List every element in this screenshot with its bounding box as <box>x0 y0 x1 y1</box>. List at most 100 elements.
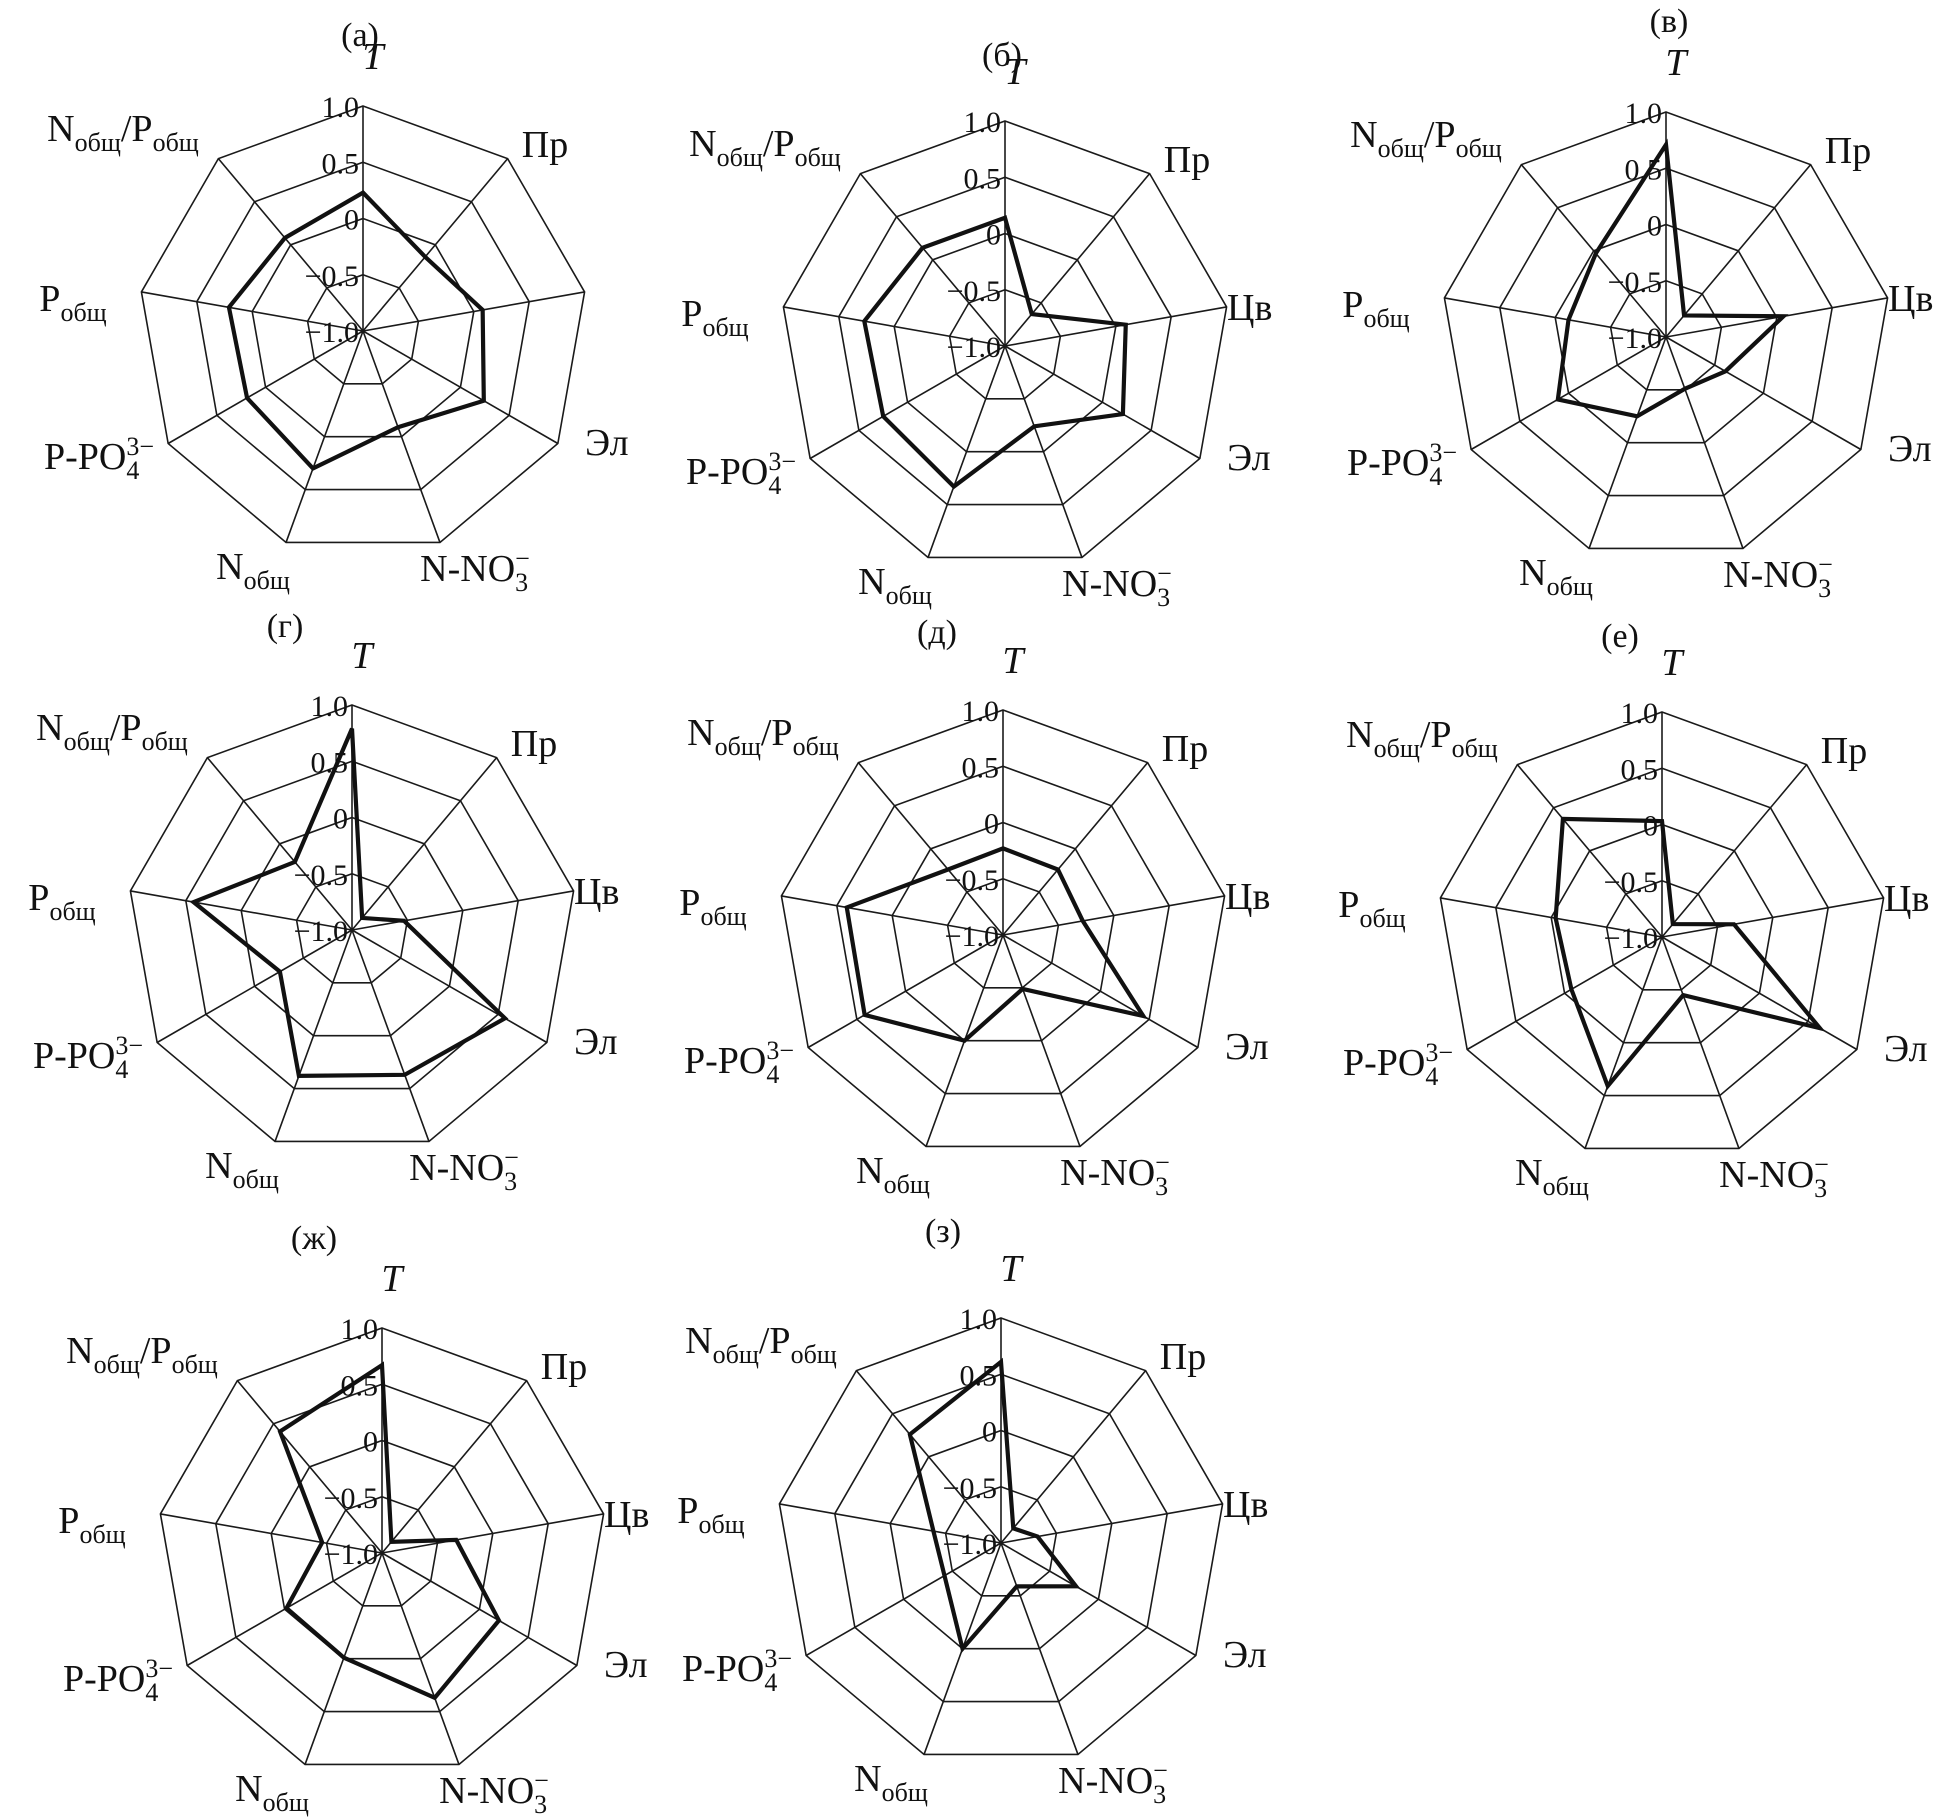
grid-ring <box>837 176 1173 506</box>
grid-ring <box>782 120 1228 559</box>
grid-ring <box>1443 111 1889 550</box>
axis-label-7: P-PO43− <box>684 1036 794 1089</box>
axis-label-7: P-PO43− <box>686 447 796 500</box>
series-polygon <box>1555 138 1789 419</box>
series-polygon <box>862 214 1128 490</box>
tick-label: −1.0 <box>947 331 1001 364</box>
axis-label-6: Nобщ <box>856 1150 930 1199</box>
axis-label-1: T <box>351 635 375 677</box>
radar-chart-4: (г)−1.0−0.500.51.0TПрЦвЭлN-NO3−NобщP-PO4… <box>28 608 619 1196</box>
axis-spoke <box>859 173 1006 347</box>
tick-label: −1.0 <box>1604 922 1658 955</box>
series-polygon <box>189 727 509 1079</box>
grid-ring <box>1554 223 1778 444</box>
axis-label-2: Пр <box>1164 139 1210 181</box>
grid-ring <box>184 760 520 1090</box>
axis-spoke <box>381 1380 528 1554</box>
axis-label-4: Эл <box>1888 428 1932 470</box>
series-polygon <box>844 846 1148 1044</box>
axis-label-1: T <box>1002 640 1026 682</box>
axis-spoke <box>1665 336 1744 549</box>
axis-label-3: Цв <box>604 1494 649 1536</box>
tick-label: 0.5 <box>311 746 349 779</box>
series-polygon <box>277 1361 502 1701</box>
tick-label: 1.0 <box>322 91 360 124</box>
axis-spoke <box>285 330 364 543</box>
axis-spoke <box>1000 1370 1147 1544</box>
grid-ring <box>889 1429 1113 1650</box>
tick-label: 0 <box>984 808 999 841</box>
axis-label-7: P-PO43− <box>1343 1038 1453 1091</box>
axis-spoke <box>274 929 353 1142</box>
series-polygon <box>226 189 486 471</box>
axis-label-7: P-PO43− <box>33 1031 143 1084</box>
grid-ring <box>251 217 475 438</box>
chart-title: (ж) <box>291 1220 337 1257</box>
tick-label: 1.0 <box>1625 97 1663 130</box>
chart-title: (е) <box>1601 618 1639 655</box>
axis-label-4: Эл <box>1225 1026 1269 1068</box>
tick-label: 1.0 <box>962 695 1000 728</box>
radar-chart-8: (з)−1.0−0.500.51.0TПрЦвЭлN-NO3−NобщP-PO4… <box>677 1213 1268 1809</box>
axis-spoke <box>855 1370 1002 1544</box>
grid-ring <box>835 765 1171 1095</box>
axis-spoke <box>381 1513 604 1554</box>
axis-spoke <box>1002 934 1199 1049</box>
axis-label-4: Эл <box>585 422 629 464</box>
axis-spoke <box>362 330 559 445</box>
axis-label-2: Пр <box>541 1346 587 1388</box>
axis-label-6: Nобщ <box>205 1145 279 1194</box>
tick-label: 0.5 <box>960 1359 998 1392</box>
axis-label-8: Pобщ <box>679 882 746 931</box>
tick-label: 0.5 <box>962 751 1000 784</box>
axis-label-9: Nобщ/Pобщ <box>36 707 188 756</box>
series-polygon <box>907 1357 1081 1654</box>
axis-label-1: T <box>1000 1248 1024 1290</box>
axis-spoke <box>1520 164 1667 338</box>
axis-spoke <box>381 1552 578 1667</box>
axis-spoke <box>156 929 353 1044</box>
axis-label-7: P-PO43− <box>63 1654 173 1707</box>
tick-label: 1.0 <box>964 106 1002 139</box>
tick-label: 0 <box>333 803 348 836</box>
axis-label-7: P-PO43− <box>682 1644 792 1697</box>
axis-label-3: Цв <box>1888 278 1933 320</box>
axis-spoke <box>351 929 430 1142</box>
axis-label-5: N-NO3− <box>1062 559 1172 612</box>
axis-spoke <box>351 890 574 931</box>
tick-label: 0.5 <box>1625 153 1663 186</box>
axis-spoke <box>1004 345 1083 558</box>
tick-label: −1.0 <box>945 920 999 953</box>
axis-spoke <box>1004 306 1227 347</box>
axis-spoke <box>1661 764 1808 938</box>
tick-label: −0.5 <box>947 275 1001 308</box>
grid-ring <box>944 1485 1058 1597</box>
axis-spoke <box>1584 936 1663 1149</box>
axis-spoke <box>1661 936 1740 1149</box>
tick-label: −0.5 <box>1608 266 1662 299</box>
axis-label-3: Цв <box>1225 876 1270 918</box>
grid-ring <box>1439 711 1885 1150</box>
tick-label: 0 <box>982 1416 997 1449</box>
grid-ring <box>159 1327 605 1766</box>
radar-chart-6: (е)−1.0−0.500.51.0TПрЦвЭлN-NO3−NобщP-PO4… <box>1338 618 1929 1203</box>
axis-spoke <box>1661 897 1884 938</box>
axis-spoke <box>1516 764 1663 938</box>
axis-spoke <box>381 1552 460 1765</box>
axis-label-2: Пр <box>522 124 568 166</box>
axis-spoke <box>1000 1542 1079 1755</box>
tick-label: 0.5 <box>964 162 1002 195</box>
tick-label: 0.5 <box>1621 753 1659 786</box>
axis-label-1: T <box>1661 642 1685 684</box>
grid-ring <box>306 273 420 385</box>
axis-spoke <box>206 757 353 931</box>
tick-label: −0.5 <box>294 859 348 892</box>
axis-spoke <box>167 330 364 445</box>
grid-ring <box>1550 823 1774 1044</box>
axis-label-8: Pобщ <box>58 1500 125 1549</box>
axis-label-2: Пр <box>1162 728 1208 770</box>
grid-ring <box>778 1317 1224 1756</box>
tick-label: 0 <box>1647 210 1662 243</box>
grid-ring <box>948 288 1062 400</box>
chart-title: (з) <box>925 1213 961 1250</box>
